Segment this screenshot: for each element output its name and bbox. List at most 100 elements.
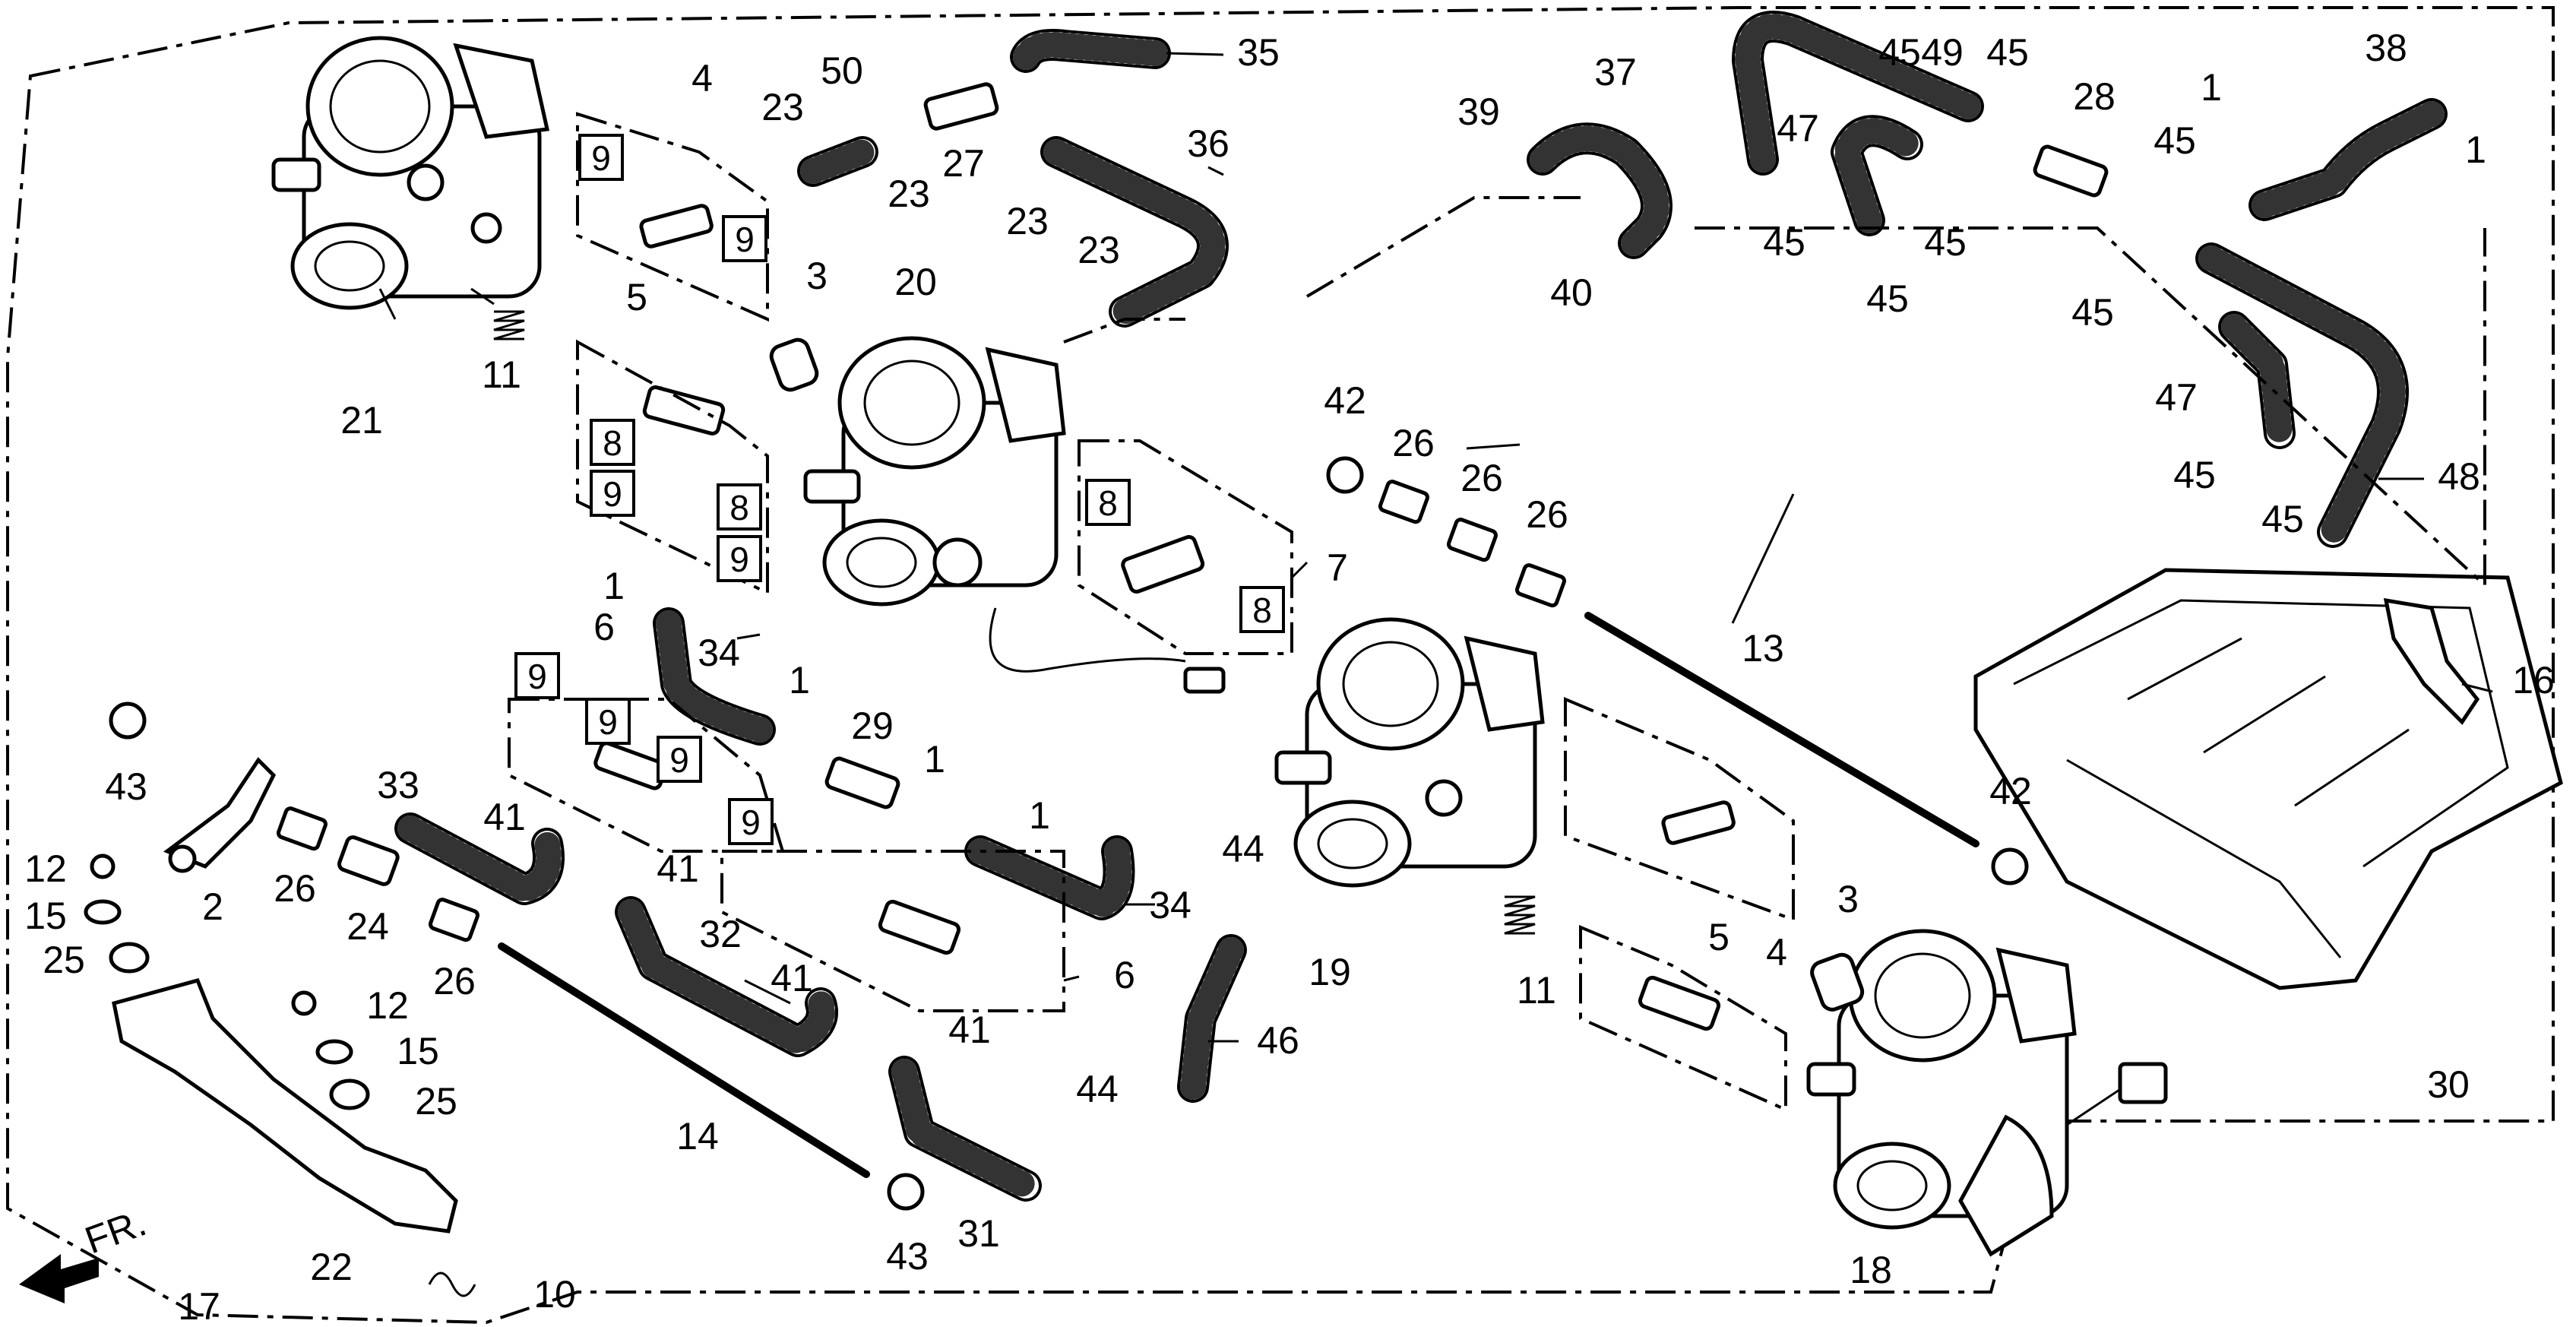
boxed-callout-9: 9 bbox=[657, 736, 702, 783]
callout-47: 47 bbox=[1777, 107, 1819, 150]
callout-23: 23 bbox=[761, 86, 804, 128]
group-outlines bbox=[508, 112, 2486, 1113]
callout-31: 31 bbox=[957, 1212, 1000, 1255]
callout-34: 34 bbox=[698, 632, 740, 674]
small-parts bbox=[84, 82, 2109, 1297]
callout-41: 41 bbox=[657, 847, 699, 890]
callout-38: 38 bbox=[2365, 27, 2407, 69]
callout-41: 41 bbox=[948, 1009, 991, 1051]
callout-45: 45 bbox=[2261, 498, 2304, 540]
callouts: 1 1 1 1 1 1 2 3 3 4 4 5 5 6 6 7 10 11 11… bbox=[24, 27, 2555, 1327]
callout-45: 45 bbox=[1866, 277, 1909, 320]
callout-6: 6 bbox=[1114, 954, 1135, 996]
callout-18: 18 bbox=[1850, 1249, 1892, 1291]
assembly-boundary bbox=[6, 6, 2555, 1325]
callout-26: 26 bbox=[274, 867, 316, 910]
callout-43: 43 bbox=[886, 1235, 929, 1278]
leader-lines bbox=[736, 52, 2493, 1043]
svg-text:8: 8 bbox=[729, 488, 749, 527]
callout-6: 6 bbox=[593, 606, 615, 648]
boxed-callout-9: 9 bbox=[722, 215, 767, 262]
callout-37: 37 bbox=[1594, 51, 1637, 93]
callout-11: 11 bbox=[1517, 969, 1556, 1012]
svg-text:9: 9 bbox=[669, 740, 689, 780]
callout-7: 7 bbox=[1327, 546, 1348, 589]
svg-text:9: 9 bbox=[598, 702, 618, 742]
boxed-callout-9: 9 bbox=[585, 698, 631, 745]
svg-text:9: 9 bbox=[603, 474, 622, 514]
callout-40: 40 bbox=[1550, 271, 1593, 314]
carburetor-18 bbox=[1806, 929, 2168, 1257]
callout-42: 42 bbox=[1989, 770, 2032, 812]
callout-25: 25 bbox=[43, 939, 85, 981]
callout-5: 5 bbox=[626, 276, 647, 318]
callout-26: 26 bbox=[1392, 422, 1435, 464]
callout-12: 12 bbox=[366, 984, 409, 1027]
svg-text:9: 9 bbox=[741, 803, 761, 842]
callout-24: 24 bbox=[347, 905, 389, 948]
svg-text:9: 9 bbox=[735, 220, 755, 259]
boxed-callout-8: 8 bbox=[1085, 479, 1131, 526]
callout-26: 26 bbox=[1460, 457, 1503, 499]
stay-plate-17 bbox=[112, 978, 458, 1234]
callout-42: 42 bbox=[1324, 379, 1366, 422]
callout-22: 22 bbox=[310, 1246, 353, 1288]
callout-32: 32 bbox=[699, 913, 742, 955]
callout-50: 50 bbox=[821, 49, 863, 92]
callout-49: 49 bbox=[1921, 31, 1964, 74]
callout-1: 1 bbox=[603, 565, 625, 607]
boxed-callout-9: 9 bbox=[590, 470, 635, 517]
callout-36: 36 bbox=[1187, 122, 1229, 165]
callout-3: 3 bbox=[1837, 878, 1859, 920]
callout-2: 2 bbox=[202, 885, 223, 928]
callout-26: 26 bbox=[1526, 493, 1568, 536]
callout-46: 46 bbox=[1257, 1019, 1299, 1062]
callout-12: 12 bbox=[24, 847, 67, 890]
callout-33: 33 bbox=[377, 764, 419, 806]
callout-4: 4 bbox=[1766, 931, 1787, 974]
callout-25: 25 bbox=[415, 1080, 457, 1123]
callout-19: 19 bbox=[1309, 951, 1351, 993]
callout-17: 17 bbox=[178, 1285, 220, 1327]
front-direction-arrow: FR. bbox=[19, 1201, 151, 1303]
callout-28: 28 bbox=[2073, 75, 2116, 118]
bracket-16 bbox=[2383, 597, 2480, 725]
svg-text:9: 9 bbox=[591, 138, 611, 178]
carburetor-21 bbox=[271, 36, 550, 320]
boxed-callout-9: 9 bbox=[717, 535, 762, 582]
callout-48: 48 bbox=[2438, 455, 2480, 498]
callout-44: 44 bbox=[1076, 1068, 1119, 1110]
boxed-callout-9: 9 bbox=[578, 134, 624, 181]
callout-1: 1 bbox=[789, 659, 810, 702]
callout-27: 27 bbox=[942, 142, 985, 185]
callout-47: 47 bbox=[2155, 376, 2198, 419]
callout-16: 16 bbox=[2512, 659, 2555, 702]
rod-14 bbox=[498, 942, 870, 1178]
carburetor-19 bbox=[1274, 617, 1545, 888]
callout-39: 39 bbox=[1457, 90, 1500, 133]
callout-1: 1 bbox=[2201, 66, 2222, 109]
svg-text:8: 8 bbox=[1252, 591, 1272, 630]
rod-13 bbox=[1584, 612, 1979, 847]
callout-45: 45 bbox=[1986, 31, 2029, 74]
link-2 bbox=[163, 757, 277, 869]
callout-20: 20 bbox=[894, 261, 937, 303]
callout-45: 45 bbox=[1763, 221, 1805, 264]
callout-10: 10 bbox=[533, 1273, 576, 1316]
callout-23: 23 bbox=[888, 173, 930, 215]
air-chamber-30 bbox=[1973, 568, 2563, 990]
boxed-callout-9: 9 bbox=[514, 652, 560, 699]
callout-4: 4 bbox=[691, 57, 713, 100]
boxed-callout-8: 8 bbox=[717, 483, 762, 530]
callout-11: 11 bbox=[482, 353, 521, 396]
callout-43: 43 bbox=[105, 765, 147, 808]
callout-1: 1 bbox=[1029, 794, 1050, 837]
callout-1: 1 bbox=[924, 738, 945, 781]
callout-45: 45 bbox=[2071, 291, 2114, 334]
svg-text:8: 8 bbox=[1098, 483, 1118, 523]
callout-45: 45 bbox=[1878, 31, 1921, 74]
callout-29: 29 bbox=[851, 705, 894, 747]
callout-45: 45 bbox=[2173, 454, 2216, 496]
callout-30: 30 bbox=[2427, 1063, 2470, 1106]
